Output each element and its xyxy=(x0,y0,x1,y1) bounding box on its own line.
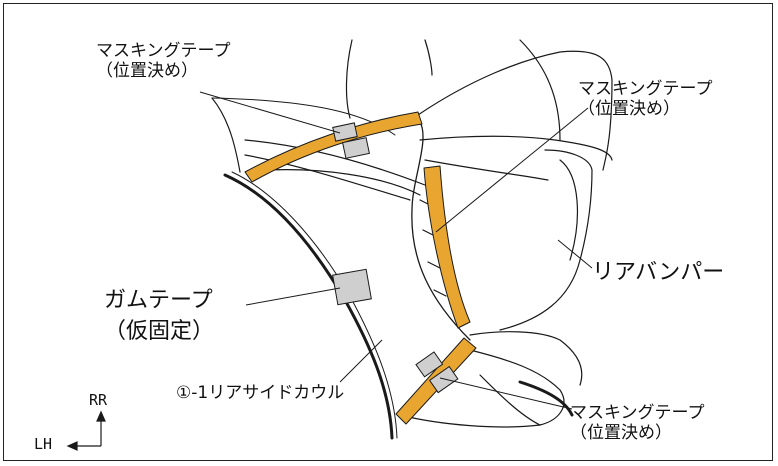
label-masking-tape-bottom: マスキングテープ （位置決め） xyxy=(570,403,705,443)
label-masking-tape-top-left-line1: マスキングテープ xyxy=(96,41,231,61)
axis-vertical-arrow xyxy=(96,410,106,422)
gum-tape-pad-bottom-2 xyxy=(428,365,459,394)
label-masking-tape-bottom-line2: （位置決め） xyxy=(570,422,672,443)
lower-body-1 xyxy=(469,331,583,386)
gum-tape-pad-top xyxy=(332,122,358,142)
body-midline xyxy=(424,159,549,181)
leader-rear-side-cowl xyxy=(339,339,383,383)
body-ledge xyxy=(419,135,613,161)
rib-3 xyxy=(427,261,441,269)
body-top-right xyxy=(519,39,561,141)
body-right-edge xyxy=(602,79,613,171)
leader-masking-top-left xyxy=(199,91,341,134)
strut-left-2 xyxy=(267,169,421,196)
leader-gum-tape xyxy=(245,287,341,306)
label-masking-tape-right: マスキングテープ （位置決め） xyxy=(578,79,713,119)
label-masking-tape-top-left: マスキングテープ （位置決め） xyxy=(96,41,231,81)
leader-masking-bottom xyxy=(439,377,573,410)
leader-masking-right xyxy=(435,107,589,233)
strut-left-1 xyxy=(244,139,426,186)
gum-tape-pad-top-2 xyxy=(342,137,370,159)
lower-shadow xyxy=(518,380,574,417)
left-tip xyxy=(211,97,241,173)
gum-tape-pad-bottom-1 xyxy=(415,351,444,378)
upper-arc xyxy=(345,39,353,119)
masking-tape-right xyxy=(423,165,471,329)
label-gum-tape-line1: ガムテープ xyxy=(104,288,213,313)
leader-rear-bumper xyxy=(557,239,593,269)
label-masking-tape-right-line2: （位置決め） xyxy=(578,98,680,119)
label-masking-tape-bottom-line1: マスキングテープ xyxy=(570,403,705,423)
strut-left-3 xyxy=(244,154,411,201)
label-gum-tape: ガムテープ （仮固定） xyxy=(104,288,214,345)
lower-body-4 xyxy=(399,414,541,428)
masking-tape-top-left xyxy=(244,111,423,183)
label-masking-tape-right-line1: マスキングテープ xyxy=(578,79,713,99)
axis-horizontal-arrow xyxy=(66,441,78,451)
diagram-frame xyxy=(3,3,773,461)
lower-body-3 xyxy=(479,374,541,426)
bumper-inner xyxy=(559,159,578,261)
body-top-curve xyxy=(417,50,613,116)
axis-label-lh: LH xyxy=(34,435,53,453)
label-rear-side-cowl: ①-1リアサイドカウル xyxy=(176,383,345,403)
label-rear-bumper: リアバンパー xyxy=(592,260,725,285)
lower-body-2 xyxy=(469,349,565,426)
bumper-outline xyxy=(499,149,593,331)
gum-tape-pad-mid xyxy=(332,268,372,306)
upper-fin xyxy=(424,39,433,76)
label-masking-tape-top-left-line2: （位置決め） xyxy=(96,60,198,81)
label-gum-tape-line2: （仮固定） xyxy=(104,319,215,345)
axis-label-rr: RR xyxy=(89,391,108,409)
rib-4 xyxy=(433,289,447,297)
